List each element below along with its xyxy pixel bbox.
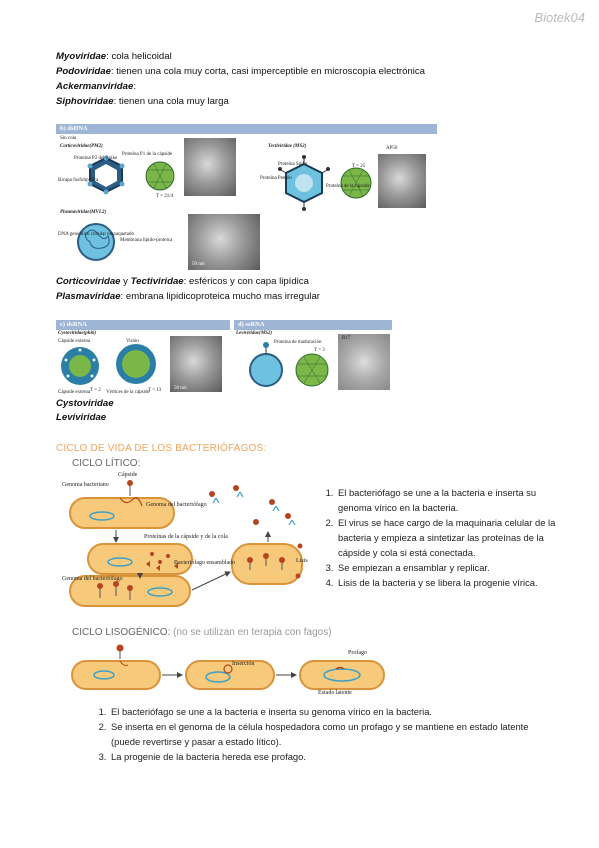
diagram-label: Genoma bacteriano — [62, 482, 109, 488]
dsdna-figure: b) dsDNA Sin cola Corticoviridae(PM2) Te… — [56, 124, 437, 272]
rna-figure: c) dsRNA d) ssRNA Cystoviridae(phi6) Lev… — [56, 320, 392, 396]
watermark: Biotek04 — [534, 10, 585, 25]
caption-line: Cystoviridae — [56, 398, 114, 409]
figure-header: c) dsRNA — [56, 320, 230, 330]
micrograph — [378, 154, 426, 208]
diagram-label: Proteínas de la cápside y de la cola — [144, 534, 228, 540]
label: Proteína Spike — [278, 162, 308, 167]
lytic-steps: El bacteriófago se une a la bacteria e i… — [322, 485, 566, 590]
diagram-label: Inserción — [232, 661, 255, 667]
diagram-label: Profago — [348, 650, 367, 656]
lysogenic-cycle-diagram — [71, 644, 385, 690]
lysogenic-steps: El bacteriófago se une a la bacteria e i… — [95, 704, 549, 764]
diagram-label: Genoma del bacteriófago — [62, 576, 123, 582]
caption-line: Plasmaviridae: embrana lipidicoproteica … — [56, 291, 320, 302]
plasmaviridae-label: Plasmaviridae(MVL2) — [60, 210, 107, 215]
dsdna-drawings — [77, 155, 372, 261]
step-item: Lisis de la bacteria y se libera la prog… — [336, 575, 566, 590]
family-line: Myoviridae: cola helicoidal — [56, 51, 172, 62]
diagram-label: Estado latente — [318, 690, 352, 696]
figure-header: d) ssRNA — [234, 320, 392, 330]
micrograph — [188, 214, 260, 270]
figure-header: b) dsDNA — [56, 124, 437, 134]
label: Bicapa fosfolipídica — [58, 178, 99, 183]
label: T = 25 — [352, 164, 366, 169]
label: T = 21/4 — [156, 194, 174, 199]
label: T = 13 — [148, 388, 162, 393]
caption-line: Corticoviridae y Tectiviridae: esféricos… — [56, 276, 309, 287]
step-item: El bacteriófago se une a la bacteria e i… — [336, 485, 566, 515]
lysogenic-title: CICLO LISOGÉNICO: (no se utilizan en ter… — [72, 627, 332, 638]
family-line: Podoviridae: tienen una cola muy corta, … — [56, 66, 426, 77]
label: AP50 — [386, 146, 398, 151]
label: Proteína Pentón — [260, 176, 292, 181]
scale-label: 50 nm — [174, 386, 187, 391]
diagram-label: Genoma del bacteriófago — [146, 502, 207, 508]
step-item: La progenie de la bacteria hereda ese pr… — [109, 749, 549, 764]
family-line: Ackermanviridae: — [56, 81, 136, 92]
caption-line: Leviviridae — [56, 412, 107, 423]
rna-drawings — [61, 342, 329, 387]
label: Cápside externa — [58, 339, 91, 344]
tectiviridae-label: Tectiviridae (MS2) — [268, 144, 307, 149]
diagram-label: Cápside — [118, 472, 138, 478]
label: T = 3 — [314, 348, 325, 353]
micrograph — [170, 336, 222, 392]
label: T = 2 — [90, 388, 101, 393]
lytic-title: CICLO LÍTICO: — [72, 458, 141, 469]
label: Proteína P1 de la cápside — [122, 152, 173, 157]
step-item: El virus se hace cargo de la maquinaria … — [336, 515, 566, 560]
diagram-label: Bacteriófago ensamblado — [174, 560, 236, 566]
label: Proteína de maduración — [274, 340, 322, 345]
label: Cápside externa — [58, 390, 91, 395]
label: Membrana lípido-proteica — [120, 238, 173, 243]
label: DNA genómico circular empaquetado — [58, 232, 134, 237]
label: Virión — [126, 339, 139, 344]
step-item: Se empiezan a ensamblar y replicar. — [336, 560, 566, 575]
figure-sublabel: Sin cola — [60, 136, 77, 141]
leviviridae-label: Leviviridae(MS2) — [236, 331, 273, 336]
label: R17 — [342, 336, 351, 341]
label: Proteína de la cápside — [326, 184, 370, 189]
family-line: Siphoviridae: tienen una cola muy larga — [56, 96, 229, 107]
micrograph — [338, 334, 390, 390]
section-title: CICLO DE VIDA DE LOS BACTERIÓFAGOS: — [56, 443, 267, 454]
step-item: Se inserta en el genoma de la célula hos… — [109, 719, 549, 749]
cystoviridae-label: Cystoviridae(phi6) — [58, 331, 97, 336]
diagram-label: Lisis — [296, 558, 308, 564]
corticoviridae-label: Corticoviridae(PM2) — [60, 144, 103, 149]
micrograph — [184, 138, 236, 196]
label: Vértices de la cápside — [106, 390, 150, 395]
lytic-cycle-diagram — [69, 480, 303, 607]
scale-label: 50 nm — [192, 262, 205, 267]
label: Proteína P2 del Spike — [74, 156, 118, 161]
step-item: El bacteriófago se une a la bacteria e i… — [109, 704, 549, 719]
